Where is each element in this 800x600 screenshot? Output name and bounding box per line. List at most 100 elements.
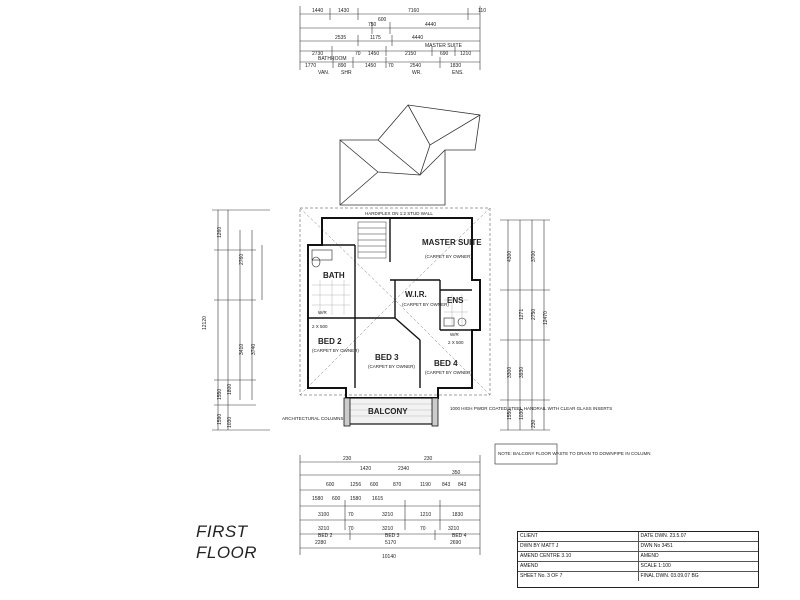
balcony-deck xyxy=(347,397,435,425)
room-bed3: BED 3 xyxy=(375,353,399,362)
room-bed2: BED 2 xyxy=(318,337,342,346)
dim-bot-label-bed3: BED 3 xyxy=(385,533,400,539)
dim-bot-1190: 1190 xyxy=(420,482,431,488)
dim-top-4440b: 4440 xyxy=(412,35,423,41)
dim-top-890: 890 xyxy=(338,63,347,69)
dim-top-label-wr: WR. xyxy=(412,70,422,76)
dim-bot-1210: 1210 xyxy=(420,512,431,518)
room-labels: MASTER SUITE (CARPET BY OWNER) BATH W.I.… xyxy=(312,238,482,416)
dim-bot-600b: 600 xyxy=(370,482,379,488)
title-amend-1: AMEND CENTRE 3.10 xyxy=(518,552,638,561)
balcony-hatch xyxy=(348,403,434,417)
dim-bot-600a: 600 xyxy=(326,482,335,488)
dim-bot-600c: 600 xyxy=(332,496,341,502)
note-architectural-columns: ARCHITECTURAL COLUMNS xyxy=(282,416,343,421)
dim-top-110: 110 xyxy=(478,8,486,14)
title-client: CLIENT xyxy=(520,533,538,539)
dim-bot-843a: 843 xyxy=(442,482,451,488)
dim-bot-70c: 70 xyxy=(420,526,426,532)
right-dimension-text: 3700 4300 1271 2750 12470 3300 3930 1550… xyxy=(507,251,549,428)
dim-top-label-van: VAN. xyxy=(318,70,329,76)
floor-label-line1: FIRST xyxy=(196,522,248,541)
dim-left-1030: 1030 xyxy=(227,417,233,428)
dim-bot-2280: 2280 xyxy=(315,540,326,546)
room-master-suite: MASTER SUITE xyxy=(422,238,482,247)
note-window-left: 2 X 500 xyxy=(312,324,328,329)
dim-right-1550: 1550 xyxy=(507,409,513,420)
dim-top-label-bathroom: BATHROOM xyxy=(318,56,347,62)
dim-bot-350: 350 xyxy=(452,470,461,476)
dim-left-12120: 12120 xyxy=(202,316,208,330)
dim-top-2535: 2535 xyxy=(335,35,346,41)
dim-bot-label-bed4: BED 4 xyxy=(452,533,467,539)
dim-bot-3210b: 3210 xyxy=(318,526,329,532)
note-handrail: 1000 HIGH PWDR COATED STEEL HANDRAIL WIT… xyxy=(450,406,612,411)
room-bed4-carpet: (CARPET BY OWNER) xyxy=(425,370,472,375)
left-dimensions xyxy=(212,209,270,431)
dim-top-7160: 7160 xyxy=(408,8,419,14)
dim-bot-843b: 843 xyxy=(458,482,467,488)
dim-top-2540: 2540 xyxy=(410,63,421,69)
title-date-drawn: DATE DWN. 23.5.07 xyxy=(637,532,759,541)
dim-bot-1256: 1256 xyxy=(350,482,361,488)
room-bath: BATH xyxy=(323,271,345,280)
dim-top-label-shr: SHR xyxy=(341,70,352,76)
dim-top-1450: 1450 xyxy=(368,51,379,57)
title-amend-1-detail: CENTRE 3.10 xyxy=(539,553,572,559)
dim-bot-230b: 230 xyxy=(424,456,433,462)
top-dimension-text: 1440 1430 7160 110 750 600 4440 2535 117… xyxy=(305,8,486,76)
right-dimensions xyxy=(500,219,550,431)
title-block: CLIENT DATE DWN. 23.5.07 DWN BY MATT J D… xyxy=(517,531,759,588)
dim-left-1260: 1260 xyxy=(217,227,223,238)
title-row-2: DWN BY MATT J DWN No 3451 xyxy=(518,542,758,552)
room-wir-carpet: (CARPET BY OWNER) xyxy=(402,302,449,307)
dim-top-690: 690 xyxy=(440,51,449,57)
dim-top-1770: 1770 xyxy=(305,63,316,69)
interior-walls xyxy=(308,218,472,388)
dim-top-600: 600 xyxy=(378,17,387,23)
room-master-carpet: (CARPET BY OWNER) xyxy=(425,254,472,259)
left-dimension-text: 1260 2760 3410 3740 1550 1800 12120 1590… xyxy=(202,227,257,428)
dim-right-2750: 2750 xyxy=(531,309,537,320)
note-balcony-floor: NOTE: BALCONY FLOOR WASTE TO DRAIN TO DO… xyxy=(498,451,650,456)
roof-outline xyxy=(339,104,481,206)
dim-bot-1830: 1830 xyxy=(452,512,463,518)
exterior-walls xyxy=(307,217,481,399)
title-scale: SCALE 1:100 xyxy=(637,562,759,571)
top-dimensions xyxy=(299,6,481,70)
dim-right-230: 230 xyxy=(531,419,537,428)
dim-right-4300: 4300 xyxy=(507,251,513,262)
room-ens: ENS xyxy=(447,296,464,305)
dim-bot-1420: 1420 xyxy=(360,466,371,472)
title-drawing-no: DWN No 3451 xyxy=(637,542,759,551)
dim-bot-70a: 70 xyxy=(348,512,354,518)
dim-left-3740: 3740 xyxy=(251,344,257,355)
dim-top-1210: 1210 xyxy=(460,51,471,57)
room-wr-right: W/R xyxy=(450,332,459,337)
title-final: FINAL DWN. 03.09.07 BG xyxy=(637,572,759,581)
dim-bot-10140: 10140 xyxy=(382,554,396,560)
dim-top-1430: 1430 xyxy=(338,8,349,14)
dim-top-1175: 1175 xyxy=(370,35,381,41)
dim-top-70: 70 xyxy=(355,51,361,57)
title-row-4: AMEND SCALE 1:100 xyxy=(518,562,758,572)
bottom-dimensions xyxy=(299,455,481,555)
note-window-right: 2 X 500 xyxy=(448,340,464,345)
title-row-3: AMEND CENTRE 3.10 AMEND xyxy=(518,552,758,562)
column-right xyxy=(431,397,439,427)
dim-top-label-master-suite: MASTER SUITE xyxy=(425,43,463,49)
title-sheet: SHEET No. 3 OF 7 xyxy=(520,573,563,579)
dim-top-2150: 2150 xyxy=(405,51,416,57)
dim-bot-label-bed2: BED 2 xyxy=(318,533,333,539)
dim-top-2730: 2730 xyxy=(312,51,323,57)
dim-top-750: 750 xyxy=(368,22,377,28)
stairs xyxy=(357,221,387,259)
dim-bot-870: 870 xyxy=(393,482,402,488)
dim-bot-3210a: 3210 xyxy=(382,512,393,518)
dim-right-3700: 3700 xyxy=(531,251,537,262)
dim-left-1590: 1590 xyxy=(217,414,223,425)
dim-bot-5170: 5170 xyxy=(385,540,396,546)
dim-bot-1580a: 1580 xyxy=(312,496,323,502)
balcony-note-box: NOTE: BALCONY FLOOR WASTE TO DRAIN TO DO… xyxy=(494,443,650,465)
